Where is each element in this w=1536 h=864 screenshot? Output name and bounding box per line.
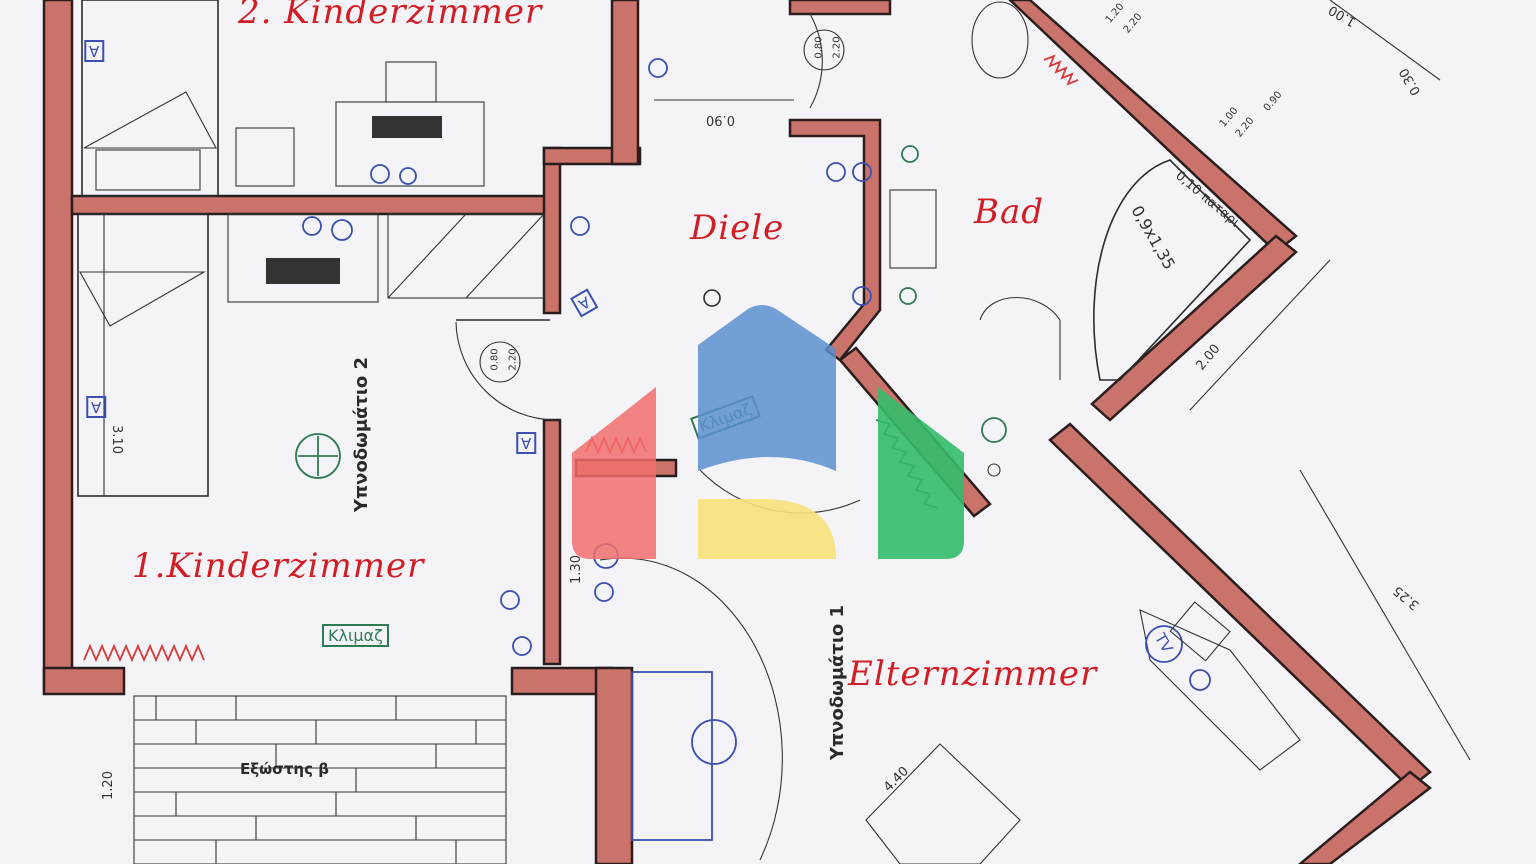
tv-unit (1169, 601, 1231, 662)
bed-eltern (865, 743, 1021, 864)
room-label-diele: Diele (690, 208, 785, 248)
room-label-bad: Bad (974, 192, 1045, 232)
socket-icon (1189, 669, 1211, 691)
door-size-top: 0.80 (489, 348, 501, 371)
door-size-bottom: 2.20 (507, 348, 519, 371)
bed-kid1-pillow (79, 271, 207, 327)
bed-kid2-pillow (83, 91, 217, 149)
wall-kid1-bottom (42, 666, 126, 696)
wall-top-stub (610, 0, 640, 166)
desk-kid2 (335, 101, 485, 187)
heater-bad (1043, 54, 1079, 86)
greek-label-bedroom-2: Υπνοδωμάτιο 2 (351, 356, 373, 513)
room-label-kinderzimmer-1: 1.Kinderzimmer (132, 546, 425, 586)
lamp-eltern (691, 719, 737, 765)
nightstand-kid2 (235, 127, 295, 187)
door-wc-swing (809, 13, 823, 109)
socket-icon (826, 162, 846, 182)
socket-label-a: A (84, 40, 105, 62)
logo-red-shape (572, 387, 656, 559)
door-size-bottom: 2.20 (831, 36, 843, 59)
socket-label-a: A (86, 396, 107, 418)
dim-line-100 (1329, 0, 1441, 81)
logo-blue-shape (698, 305, 836, 471)
bed-kid2 (81, 0, 219, 197)
ac-label-kid1: Κλιμαζ (322, 624, 389, 647)
bed-kid1 (77, 213, 209, 497)
chair-kid2 (385, 61, 437, 103)
socket-icon (399, 167, 417, 185)
toilet (971, 1, 1029, 79)
door-eltern-swing (599, 557, 783, 861)
heater-kid1 (83, 643, 205, 663)
greek-label-balcony: Εξώστης β (240, 760, 329, 778)
socket-icon (331, 219, 353, 241)
dim-130: 1.30 (568, 555, 584, 584)
dim-line-325 (1299, 469, 1471, 761)
socket-icon (302, 216, 322, 236)
light-icon (901, 145, 919, 163)
socket-icon (648, 58, 668, 78)
watermark-logo (572, 305, 964, 559)
wardrobe-kid1 (387, 213, 545, 299)
light-icon (899, 287, 917, 305)
desk-kid1 (227, 213, 379, 303)
greek-label-bedroom-1: Υπνοδωμάτιο 1 (827, 604, 849, 761)
keyboard-kid1 (266, 258, 340, 284)
dim-line-200 (1189, 259, 1331, 411)
room-label-kinderzimmer-2: 2. Kinderzimmer (238, 0, 543, 32)
wall-between-kids (70, 194, 554, 216)
keyboard-kid2 (372, 116, 442, 138)
room-label-elternzimmer: Elternzimmer (848, 654, 1098, 694)
door-kid1-swing (455, 321, 557, 421)
dim-090: 0.90 (706, 112, 735, 127)
ceiling-light-icon (295, 433, 341, 479)
wall-diag-lower (1048, 422, 1432, 790)
socket-icon (512, 636, 532, 656)
socket-icon (570, 216, 590, 236)
wall-left (42, 0, 74, 692)
wall-vertical-kid1 (542, 418, 562, 666)
wall-diele-left (542, 146, 562, 315)
wall-diag-shower (1090, 234, 1298, 422)
ceiling-light-icon (703, 289, 721, 307)
bed-kid2-end (95, 149, 201, 191)
bidet (979, 297, 1061, 380)
wardrobe-eltern (631, 671, 713, 841)
door-label-circle-1 (479, 341, 521, 383)
drain-icon (981, 417, 1007, 443)
balcony-tiles (133, 695, 507, 864)
wall-top-right-stub (788, 0, 892, 16)
door-label-circle-2 (803, 29, 845, 71)
shower-tray (1093, 159, 1252, 381)
logo-green-shape (878, 387, 964, 559)
socket-icon (852, 162, 872, 182)
wall-diag-top (1008, 0, 1298, 254)
socket-icon (370, 164, 390, 184)
tv-socket-icon (1145, 625, 1183, 663)
dim-310: 3.10 (108, 425, 124, 454)
door-size-top: 0.80 (813, 36, 825, 59)
washbasin (889, 189, 937, 269)
wall-diag-bottom (1298, 770, 1433, 864)
socket-icon (500, 590, 520, 610)
socket-icon (594, 582, 614, 602)
socket-label-a: A (516, 432, 537, 454)
socket-icon (852, 286, 872, 306)
wall-corridor-v (594, 666, 634, 864)
logo-yellow-shape (698, 499, 836, 559)
dim-120: 1.20 (100, 771, 116, 800)
